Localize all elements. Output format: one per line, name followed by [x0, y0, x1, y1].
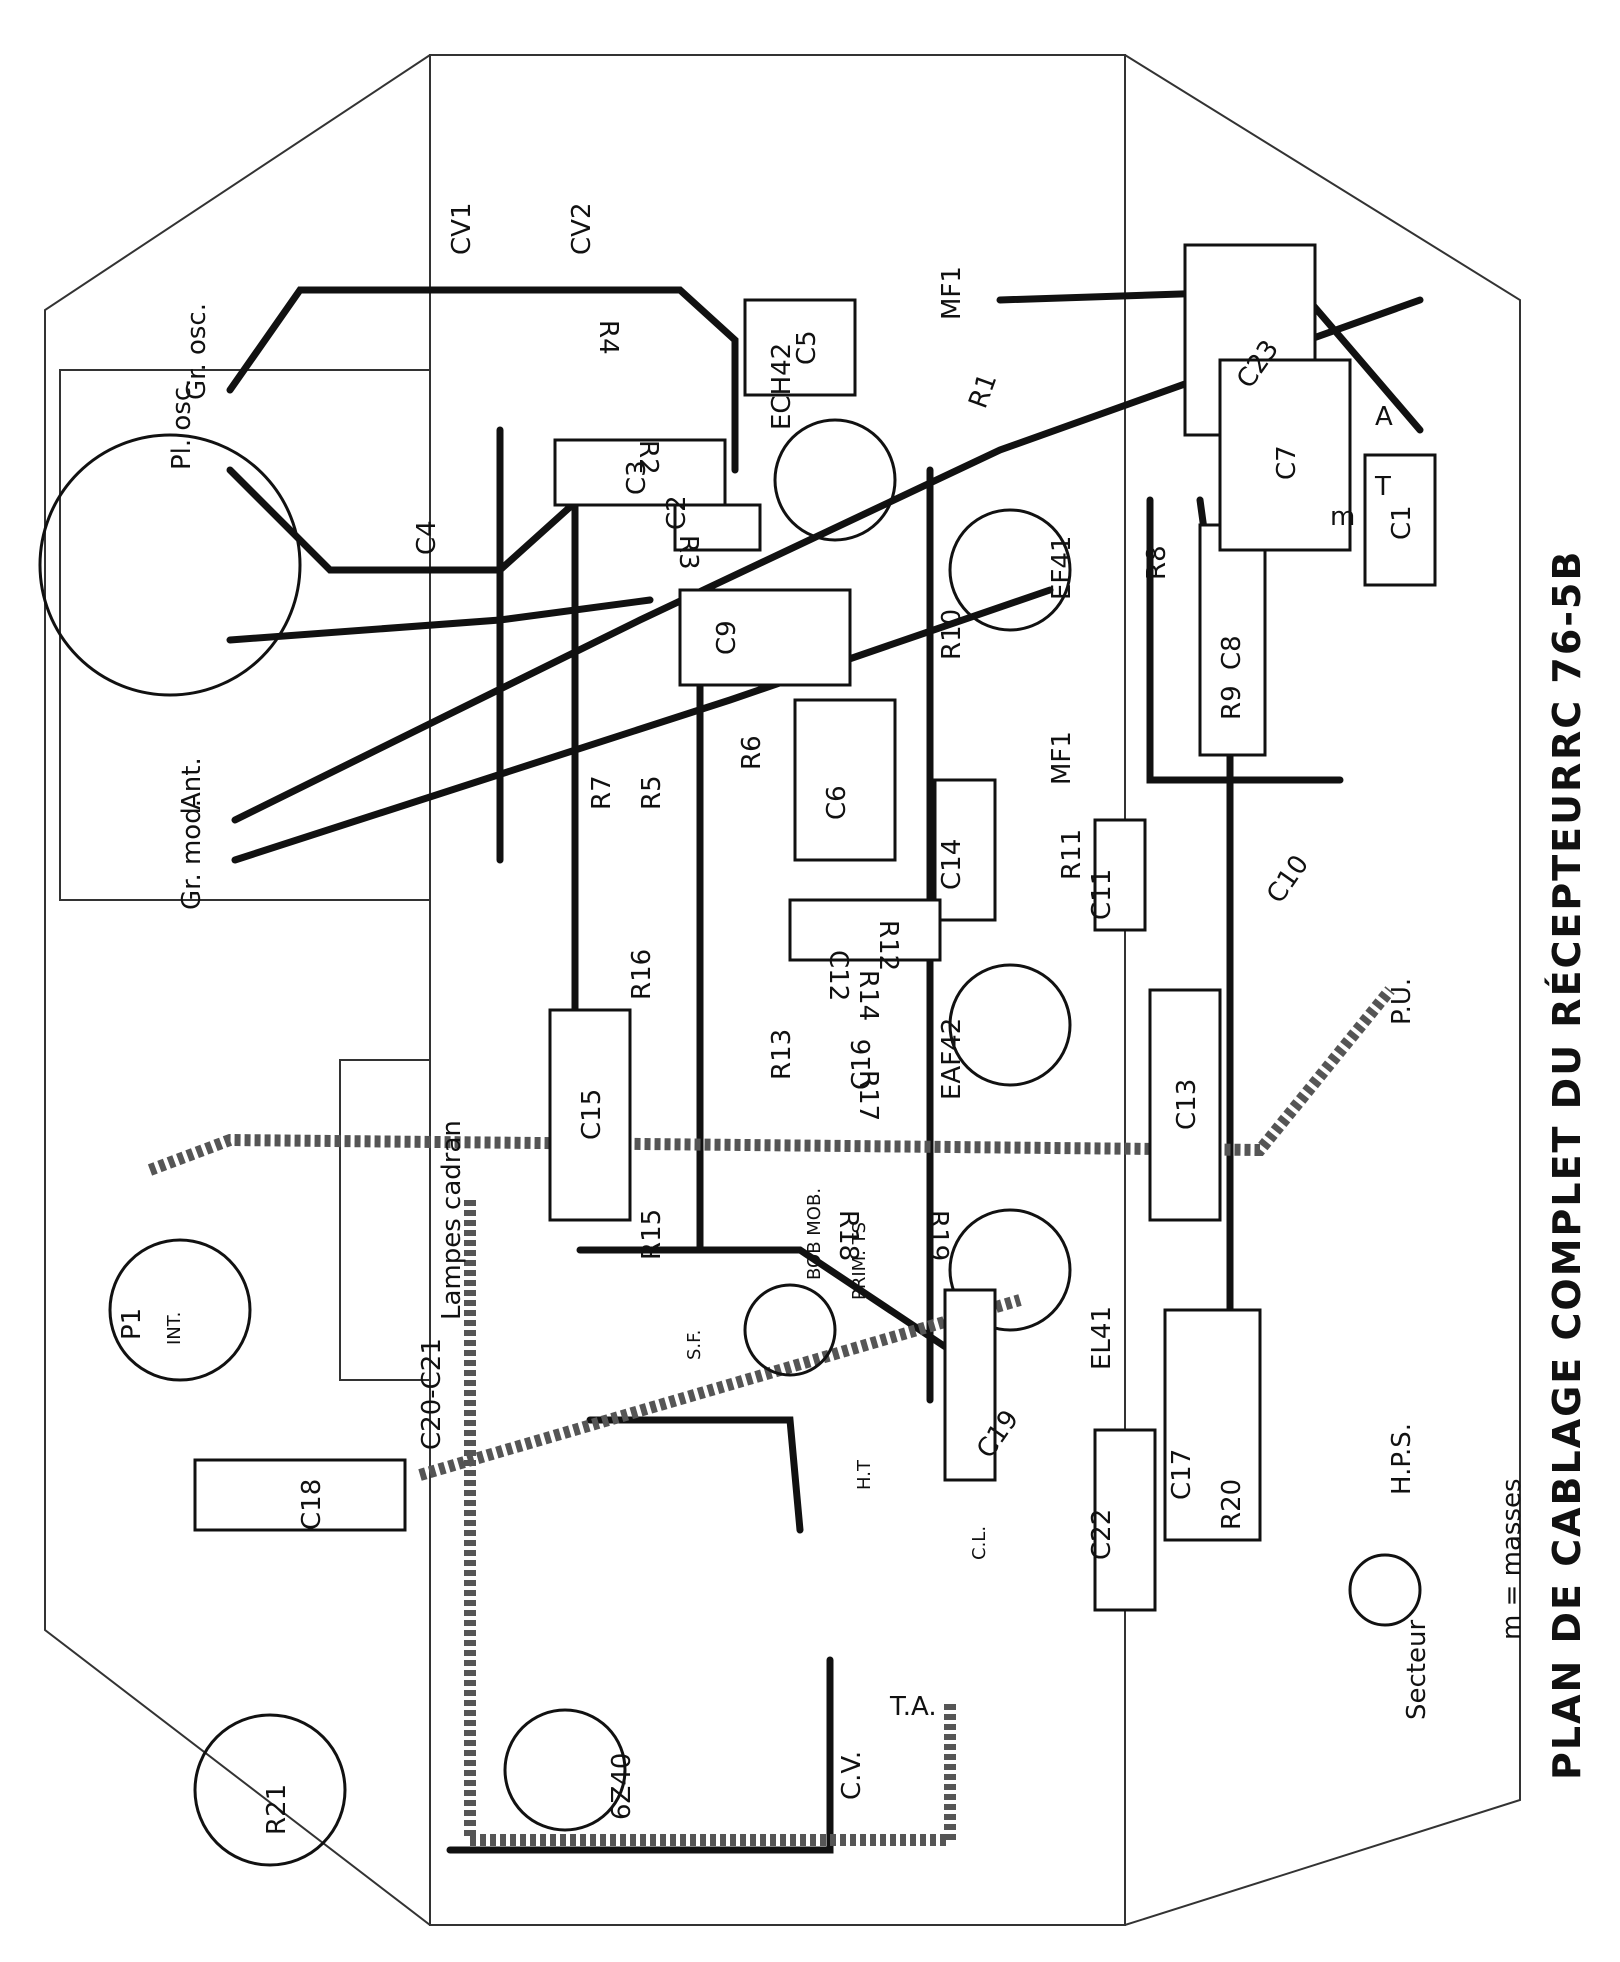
legend-masses: m = masses — [1497, 1478, 1527, 1640]
label-cv2: CV2 — [567, 203, 597, 255]
label-gr-osc: Gr. osc. — [182, 303, 212, 400]
label-ant: Ant. — [177, 757, 207, 810]
label-c10: C10 — [1261, 850, 1315, 909]
label-c12: C12 — [823, 950, 853, 1001]
label-secteur: Secteur — [1402, 1620, 1432, 1720]
label-cl: C.L. — [969, 1526, 990, 1560]
label-r1: R1 — [963, 370, 1003, 413]
label-r10: R10 — [937, 609, 967, 660]
label-c6: C6 — [822, 785, 852, 820]
label-c9: C9 — [712, 620, 742, 655]
label-pl-osc: Pl. osc. — [167, 379, 197, 470]
tube-6z40: 6Z40 — [607, 1753, 637, 1820]
misc-labels: Pl. osc. Gr. osc. Ant. Gr. mod. Lampes c… — [117, 303, 1432, 1800]
label-r14: R14 — [853, 970, 883, 1021]
mf1-top: MF1 — [937, 266, 967, 320]
label-r2: R2 — [633, 440, 663, 475]
label-c22: C22 — [1087, 1509, 1117, 1560]
transformer-labels: MF1 MF1 T.A. — [889, 266, 1077, 1722]
shielded-cable — [147, 986, 1395, 1846]
mf1-mid: MF1 — [1047, 731, 1077, 785]
label-t: T — [1374, 472, 1391, 502]
label-a: A — [1375, 402, 1393, 432]
label-c3: C3 — [622, 460, 652, 495]
label-r11: R11 — [1057, 829, 1087, 880]
tube-ech42: ECH42 — [767, 343, 797, 430]
label-r4: R4 — [593, 320, 623, 355]
label-c5: C5 — [792, 330, 822, 365]
label-c20-c21: C20-C21 — [417, 1338, 447, 1450]
label-lampes-cadran: Lampes cadran — [437, 1120, 467, 1320]
label-hps: H.P.S. — [1387, 1423, 1417, 1495]
label-c2: C2 — [662, 495, 692, 530]
label-r12: R12 — [873, 920, 903, 971]
label-r5: R5 — [637, 775, 667, 810]
label-r20: R20 — [1217, 1479, 1247, 1530]
diagram-model: RC 76-5B — [1545, 550, 1589, 760]
label-c8: C8 — [1217, 635, 1247, 670]
component-labels: C1 C2 C3 C4 C5 C6 C7 C8 C9 C10 C11 C12 C… — [262, 203, 1417, 1835]
label-c18: C18 — [297, 1479, 327, 1530]
label-r16: R16 — [627, 949, 657, 1000]
label-cv1: CV1 — [447, 203, 477, 255]
label-r8: R8 — [1142, 545, 1172, 580]
tube-sockets — [38, 418, 1422, 1867]
label-c4: C4 — [412, 520, 442, 555]
label-int: INT. — [164, 1312, 185, 1345]
label-r6: R6 — [737, 735, 767, 770]
label-r17: R17 — [853, 1070, 883, 1121]
label-prim-ts: PRIM. TS — [849, 1222, 870, 1300]
label-c7: C7 — [1272, 445, 1302, 480]
diagram-title: PLAN DE CABLAGE COMPLET DU RÉCEPTEUR — [1545, 761, 1589, 1780]
label-c15: C15 — [577, 1089, 607, 1140]
label-r18: R18 — [833, 1210, 863, 1261]
label-sf: S.F. — [684, 1330, 705, 1360]
tube-labels: ECH42 EF41 EAF42 EL41 6Z40 — [607, 343, 1117, 1820]
tube-ef41: EF41 — [1047, 536, 1077, 600]
label-r7: R7 — [587, 775, 617, 810]
label-r21: R21 — [262, 1784, 292, 1835]
label-r19: R19 — [923, 1210, 953, 1261]
label-c1: C1 — [1387, 505, 1417, 540]
tube-eaf42: EAF42 — [937, 1018, 967, 1100]
transformer-ta: T.A. — [889, 1692, 937, 1722]
tube-el41: EL41 — [1087, 1306, 1117, 1370]
label-r13: R13 — [767, 1029, 797, 1080]
label-c17: C17 — [1167, 1449, 1197, 1500]
label-c16: C16 — [847, 1039, 877, 1090]
label-p1: P1 — [117, 1308, 147, 1340]
label-ht: H.T — [854, 1459, 875, 1490]
label-c11: C11 — [1087, 869, 1117, 920]
title-block: PLAN DE CABLAGE COMPLET DU RÉCEPTEUR RC … — [1545, 550, 1589, 1780]
label-bob-mob: BOB MOB. — [804, 1188, 825, 1280]
label-r3: R3 — [673, 535, 703, 570]
label-r9: R9 — [1217, 685, 1247, 720]
label-r15: R15 — [637, 1209, 667, 1260]
label-c13: C13 — [1172, 1079, 1202, 1130]
label-gr-mod: Gr. mod. — [177, 799, 207, 910]
label-pu: P.U. — [1387, 978, 1417, 1025]
components — [193, 243, 1437, 1612]
legend-block: m = masses — [1497, 1478, 1527, 1640]
label-m: m — [1330, 502, 1355, 532]
label-cv: C.V. — [837, 1751, 867, 1800]
label-c14: C14 — [937, 839, 967, 890]
